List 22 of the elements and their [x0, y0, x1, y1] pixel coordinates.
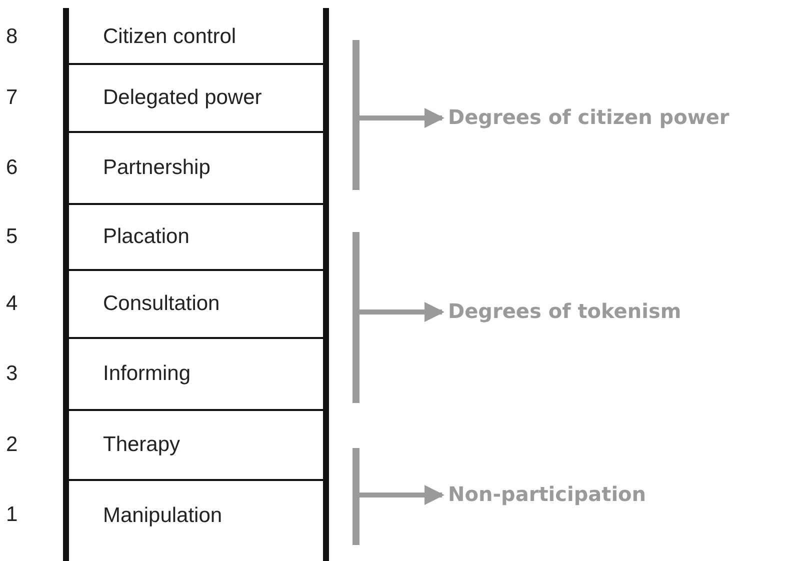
step-number: 3: [6, 362, 18, 386]
arrow: [359, 302, 444, 322]
step-number: 8: [6, 24, 18, 48]
group-label: Degrees of citizen power: [448, 105, 730, 129]
rung-label: Therapy: [103, 433, 180, 457]
step-number: 4: [6, 292, 18, 316]
group-label: Degrees of tokenism: [448, 299, 682, 323]
rung-label: Manipulation: [103, 504, 222, 528]
step-number: 2: [6, 433, 18, 457]
rung-label: Citizen control: [103, 24, 236, 48]
step-number: 6: [6, 156, 18, 180]
rung-label: Partnership: [103, 156, 210, 180]
step-number: 1: [6, 502, 18, 526]
rung-label: Consultation: [103, 292, 220, 316]
rung-label: Placation: [103, 225, 190, 249]
group-label: Non-participation: [448, 482, 646, 506]
rung-label: Delegated power: [103, 86, 262, 110]
rung-label: Informing: [103, 362, 191, 386]
step-number: 5: [6, 225, 18, 249]
arrow: [359, 485, 444, 505]
step-number: 7: [6, 86, 18, 110]
arrow: [359, 108, 444, 128]
